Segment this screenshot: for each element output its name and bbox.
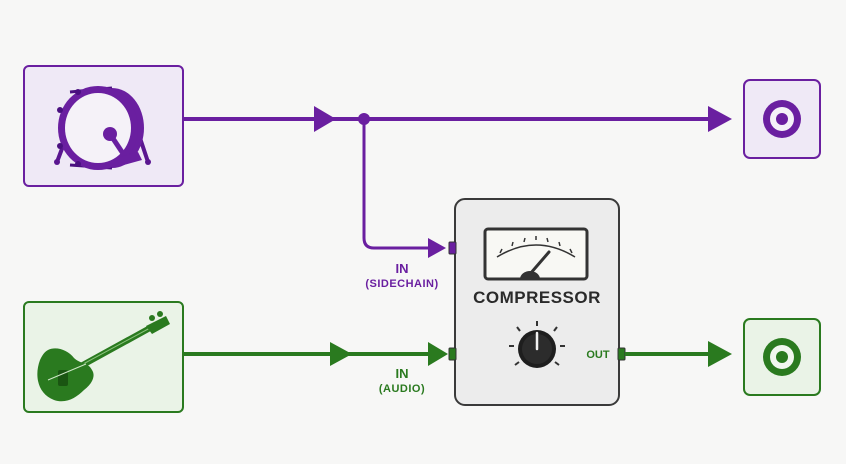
bass-output-node[interactable] [743,318,821,396]
output-arrow [708,341,732,367]
audio-in-jack [448,347,457,361]
compressor-title: COMPRESSOR [473,288,601,307]
sidechain-jack [448,241,457,255]
bass-signal-path [183,342,448,366]
output-signal-path [625,341,732,367]
vu-needle [528,250,551,276]
audio-in-arrow [428,342,448,366]
bass-path-arrow-mid [330,342,352,366]
compressor-knob[interactable] [509,321,565,368]
drum-source-node[interactable] [23,65,184,187]
audio-in-label: IN [395,366,409,381]
sidechain-sublabel: (SIDECHAIN) [365,278,439,290]
out-jack [617,347,626,361]
sidechain-in-label: IN [395,261,409,276]
sidechain-arrow [428,238,446,258]
bass-source-node[interactable] [23,301,184,413]
drum-path-arrow-end [708,106,732,132]
compressor-unit[interactable] [448,198,626,406]
speaker-output-icon [763,338,801,376]
drum-path-arrow-mid [314,106,336,132]
vu-meter [483,227,589,281]
bass-drum-icon [54,86,151,170]
out-label: OUT [586,349,610,361]
drum-signal-path [183,106,732,258]
bass-guitar-icon [37,311,170,402]
audio-sublabel: (AUDIO) [378,383,426,395]
drum-output-node[interactable] [743,79,821,159]
speaker-output-icon [763,100,801,138]
